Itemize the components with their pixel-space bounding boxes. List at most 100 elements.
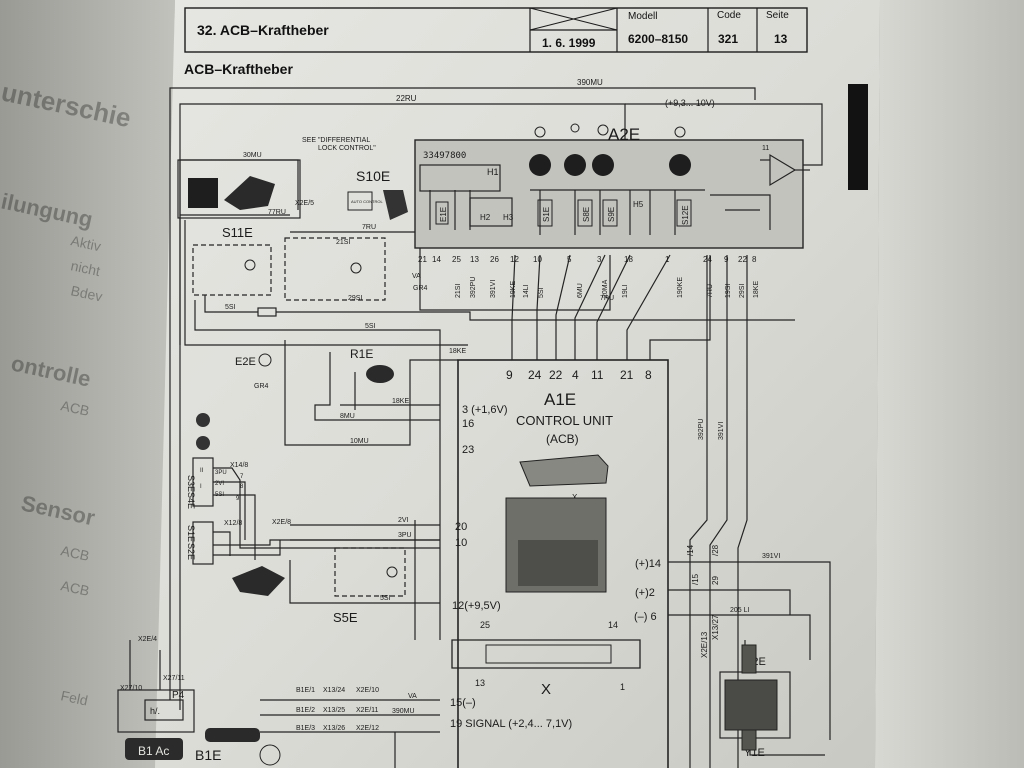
connector-pin: /28	[711, 544, 720, 556]
a1e-left-pin: 10	[455, 537, 467, 549]
a1e-left-pin: 15(–)	[450, 697, 476, 709]
sensor-pin: B1E/1	[296, 687, 315, 694]
a2e-label: A2E	[608, 125, 640, 144]
issue-date: 1. 6. 1999	[542, 36, 596, 50]
e2e-lamp-icon	[258, 353, 272, 367]
lamp-icon	[244, 259, 256, 271]
a1e-left-pins: 3 (+1,6V) 16 23 20 10 12(+9,5V) 15(–) 19…	[450, 404, 572, 730]
wire-label: 19SI	[725, 284, 732, 298]
slip-symbol-icon	[674, 126, 686, 138]
x2e-13-label: X2E/13	[700, 631, 709, 658]
acb-label: (ACB)	[546, 432, 579, 446]
wire-label-21si: 21SI	[336, 239, 350, 246]
control-unit-label: CONTROL UNIT	[516, 413, 613, 428]
s8e-label: S8E	[582, 207, 591, 222]
wire-label-7ru: 7RU	[362, 224, 376, 231]
s5e-label: S5E	[333, 610, 358, 625]
wire-label-18ke-2: 18KE	[392, 398, 409, 405]
sensor-wire: 390MU	[392, 708, 415, 715]
wire-label-391vi: 391VI	[762, 553, 780, 560]
pin-label: 24	[703, 255, 712, 264]
model-value: 6200–8150	[628, 32, 688, 46]
s11e-label: S11E	[222, 225, 253, 240]
wire-label-77ru: 77RU	[268, 209, 286, 216]
a2e-switch-labels: E1E S1E S8E S9E S12E	[435, 199, 692, 227]
knob-icon	[564, 154, 586, 176]
a1e-left-pin: 12(+9,5V)	[452, 600, 501, 612]
p4-label: P4	[172, 690, 185, 701]
a1e-pin: 11	[591, 368, 604, 382]
s12e-label: S12E	[681, 205, 690, 225]
wire-label-gr4: GR4	[413, 285, 428, 292]
a1e-pin: 9	[506, 368, 513, 382]
wire-label-391vi-v: 391VI	[718, 422, 725, 440]
e1e-label: E1E	[439, 207, 448, 222]
x2e5-label: X2E/5	[295, 200, 314, 207]
pin-label: 21	[418, 255, 427, 264]
supply-range: (+9,3... 10V)	[665, 98, 715, 108]
rocker-switch-icon	[224, 176, 275, 210]
page-label: Seite	[766, 10, 789, 21]
s8e-box	[577, 199, 593, 227]
a1e-left-pin: 20	[455, 521, 467, 533]
bleed-word: Feld	[59, 687, 89, 708]
gr4-ground-label: GR4	[254, 383, 269, 390]
x13-pin: X13/25	[323, 707, 345, 714]
section-title: 32. ACB–Kraftheber	[197, 22, 329, 38]
h2-label: H2	[480, 213, 491, 222]
pin-label: 9	[724, 255, 729, 264]
knob-icon	[669, 154, 691, 176]
bleed-word: ACB	[59, 542, 90, 564]
wire-label: 6MU	[577, 283, 584, 298]
wire-label-2vi: 2VI	[398, 517, 409, 524]
lamp-icon	[386, 566, 398, 578]
rocker-switch-icon	[232, 566, 285, 596]
connector-pin: /14	[686, 544, 695, 556]
s10e-label: S10E	[356, 168, 390, 184]
code-value: 321	[718, 32, 738, 46]
a1e-left-pin: 16	[462, 418, 474, 430]
p4-display: h/.	[150, 706, 160, 716]
rate-symbol-icon	[570, 123, 580, 133]
switch-pin: 9	[236, 496, 240, 502]
a1e-right-pins: (+)14 (+)2 (–) 6	[634, 558, 661, 623]
solenoid-icon	[741, 729, 757, 751]
bleed-word: Bdev	[69, 282, 104, 304]
s10e-switch-icon	[383, 190, 408, 220]
sensor-pin-labels: B1E/1 B1E/2 B1E/3 X13/24 X13/25 X13/26 X…	[296, 687, 417, 732]
wire-label: 7RU	[707, 284, 714, 298]
pin-label: 12	[510, 255, 519, 264]
pin-label: 3	[597, 255, 602, 264]
diagram-title: ACB–Kraftheber	[184, 61, 293, 77]
wire-label-22ru: 22RU	[396, 94, 417, 103]
x2e-4-label: X2E/4	[138, 636, 157, 643]
wire-label: 19KE	[510, 281, 517, 298]
wire-label-10mu: 10MU	[350, 438, 369, 445]
header-table	[184, 7, 808, 53]
diff-lock-note: SEE "DIFFERENTIAL	[302, 137, 370, 144]
h5-label: H5	[633, 200, 644, 209]
a2e-part-number: 33497800	[423, 151, 466, 161]
a1e-pin: 8	[645, 368, 652, 382]
x12-8-label: X12/8	[224, 520, 242, 527]
bleed-word: Aktiv	[69, 232, 102, 254]
pin-label: 25	[452, 255, 461, 264]
r1e-label: R1E	[350, 347, 373, 361]
x13-pin: X13/26	[323, 725, 345, 732]
s2e-label: S2E	[186, 543, 196, 560]
connector-pin: 25	[480, 620, 490, 630]
wire-label: 29SI	[739, 284, 746, 298]
a1e-label: A1E	[544, 390, 576, 409]
wire-label: 392PU	[470, 277, 477, 298]
code-label: Code	[717, 10, 741, 21]
sensor-icon	[205, 728, 260, 742]
wire-label: 20MA	[602, 279, 609, 298]
height-symbol-icon	[534, 126, 546, 138]
rotation-arrow-icon	[259, 744, 281, 766]
top-left-switch	[188, 176, 275, 210]
connector-pin: 13	[475, 678, 485, 688]
wire-label-5si-3: 5SI	[380, 595, 391, 602]
wire-label-8mu: 8MU	[340, 413, 355, 420]
index-tab	[848, 84, 868, 190]
switch-pin-labels: II I 9 3PU 2VI 5SI 7 8	[200, 468, 244, 502]
